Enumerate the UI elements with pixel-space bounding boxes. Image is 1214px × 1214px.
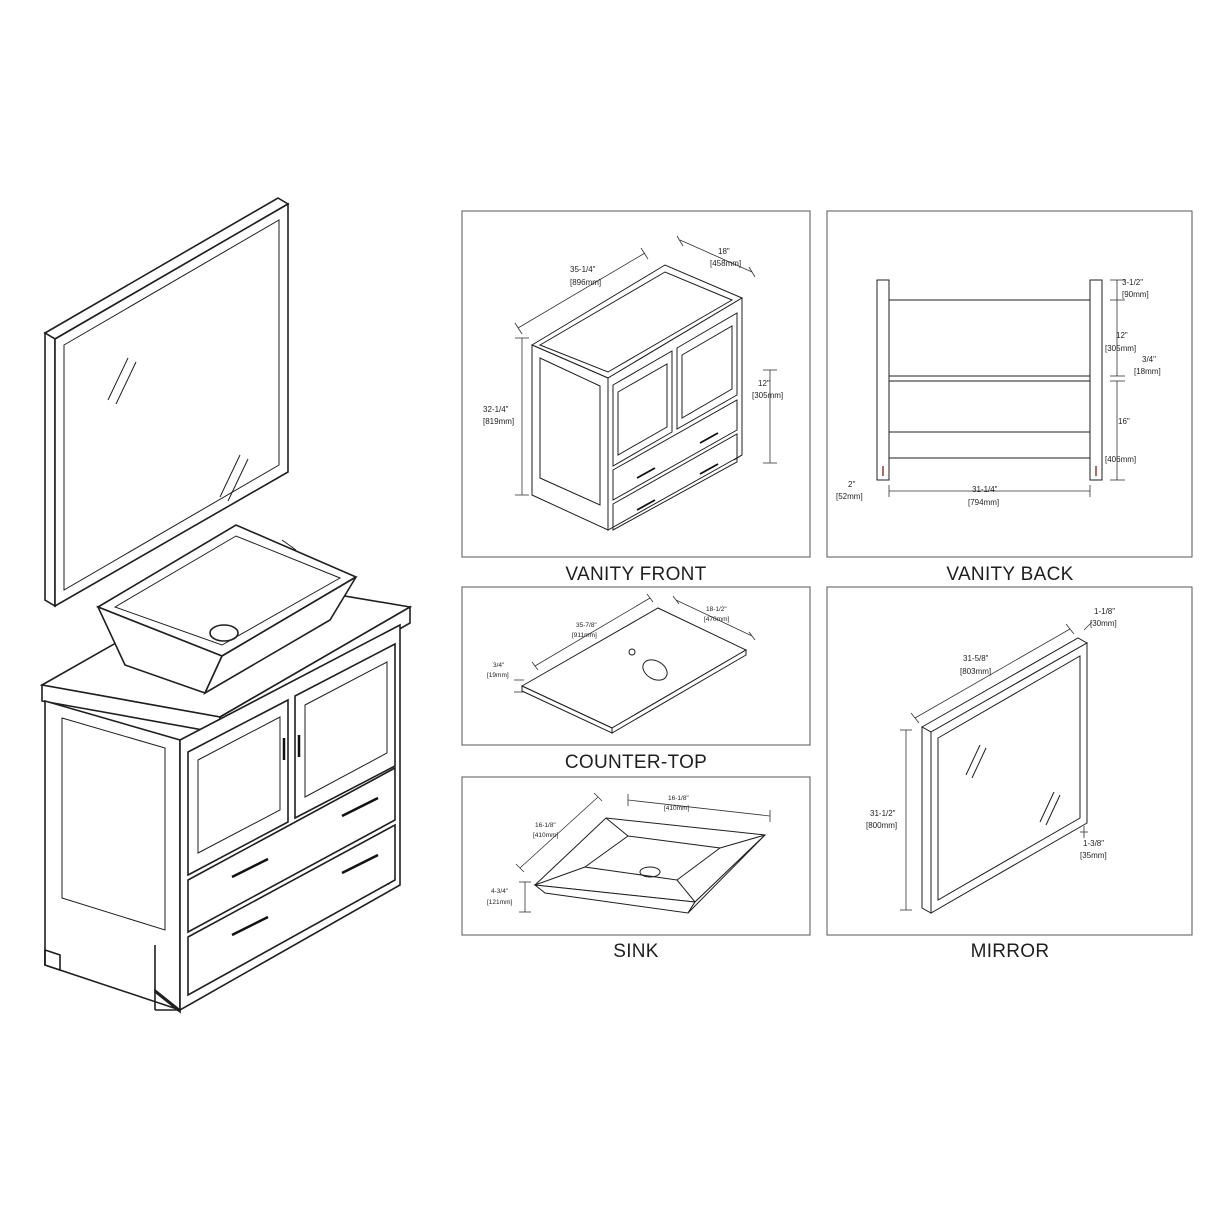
vf-height-mm: [819mm] (483, 417, 514, 426)
vf-width-in: 35-1/4" (570, 265, 596, 274)
vessel-sink-illustration (96, 524, 358, 695)
vf-depth-mm: [458mm] (710, 259, 741, 268)
sink-title: SINK (613, 941, 659, 962)
panel-frame (826, 210, 1193, 558)
sink-width-mm: [410mm] (664, 805, 689, 812)
vb-top-in: 3-1/2" (1122, 278, 1143, 287)
panel-frame (461, 210, 811, 558)
vf-door-mm: [305mm] (752, 391, 783, 400)
panel-counter-top: 35-7/8" [911mm] 18-1/2" [470mm] 3/4" [19… (461, 586, 811, 773)
mirror-height-in: 31-1/2" (870, 809, 896, 818)
sink-height-in: 4-3/4" (491, 888, 509, 895)
sink-drawing (533, 817, 767, 914)
ct-depth-mm: [470mm] (704, 616, 729, 623)
panel-vanity-front: 35-1/4" [896mm] 18" [458mm] 32-1/4" [819… (461, 210, 811, 585)
vb-leg-in: 2" (848, 480, 855, 489)
counter-top-title: COUNTER-TOP (565, 752, 707, 773)
vf-width-mm: [896mm] (570, 278, 601, 287)
panel-frame (461, 776, 811, 936)
vb-lower-in: 16" (1118, 417, 1130, 426)
ct-thick-in: 3/4" (493, 662, 505, 669)
ct-width-in: 35-7/8" (576, 622, 597, 629)
panel-frame (461, 586, 811, 746)
vb-opening-mm: [305mm] (1105, 344, 1136, 353)
vanity-front-title: VANITY FRONT (565, 564, 706, 585)
vanity-full-illustration (39, 197, 413, 1014)
counter-top-drawing (520, 607, 748, 734)
sink-width-in: 16-1/8" (668, 795, 689, 802)
vb-leg-mm: [52mm] (836, 492, 863, 501)
mirror-drawing (920, 637, 1089, 914)
mirror-width-mm: [803mm] (960, 667, 991, 676)
mirror-illustration (43, 197, 290, 608)
vb-shelf-mm: [18mm] (1134, 367, 1161, 376)
panel-vanity-back: 3-1/2" [90mm] 12" [305mm] 3/4" [18mm] 16… (826, 210, 1193, 585)
vb-top-mm: [90mm] (1122, 290, 1149, 299)
sink-depth-mm: [410mm] (533, 832, 558, 839)
vf-height-in: 32-1/4" (483, 405, 509, 414)
vb-width-mm: [794mm] (968, 498, 999, 507)
mirror-height-mm: [800mm] (866, 821, 897, 830)
mirror-frame-mm: [35mm] (1080, 851, 1107, 860)
vf-depth-in: 18" (718, 247, 730, 256)
vb-lower-mm: [406mm] (1105, 455, 1136, 464)
ct-thick-mm: [19mm] (487, 672, 509, 679)
vanity-back-title: VANITY BACK (946, 564, 1073, 585)
panel-sink: 16-1/8" [410mm] 16-1/8" [410mm] 4-3/4" [… (461, 776, 811, 962)
sink-height-mm: [121mm] (487, 899, 512, 906)
cabinet-illustration (44, 623, 401, 1014)
ct-width-mm: [911mm] (572, 632, 597, 639)
sink-depth-in: 16-1/8" (535, 822, 556, 829)
vb-shelf-in: 3/4" (1142, 355, 1156, 364)
panel-frame (826, 586, 1193, 936)
mirror-width-in: 31-5/8" (963, 654, 989, 663)
vanity-back-drawing (876, 279, 1103, 481)
mirror-thick-mm: [30mm] (1090, 619, 1117, 628)
mirror-thick-in: 1-1/8" (1094, 607, 1115, 616)
vf-door-in: 12" (758, 379, 770, 388)
vb-width-in: 31-1/4" (972, 485, 998, 494)
ct-depth-in: 18-1/2" (706, 606, 727, 613)
vb-opening-in: 12" (1116, 331, 1128, 340)
vanity-front-drawing (530, 264, 744, 531)
mirror-frame-in: 1-3/8" (1083, 839, 1104, 848)
panel-mirror: 31-5/8" [803mm] 1-1/8" [30mm] 31-1/2" [8… (826, 586, 1193, 962)
mirror-title: MIRROR (971, 941, 1050, 962)
